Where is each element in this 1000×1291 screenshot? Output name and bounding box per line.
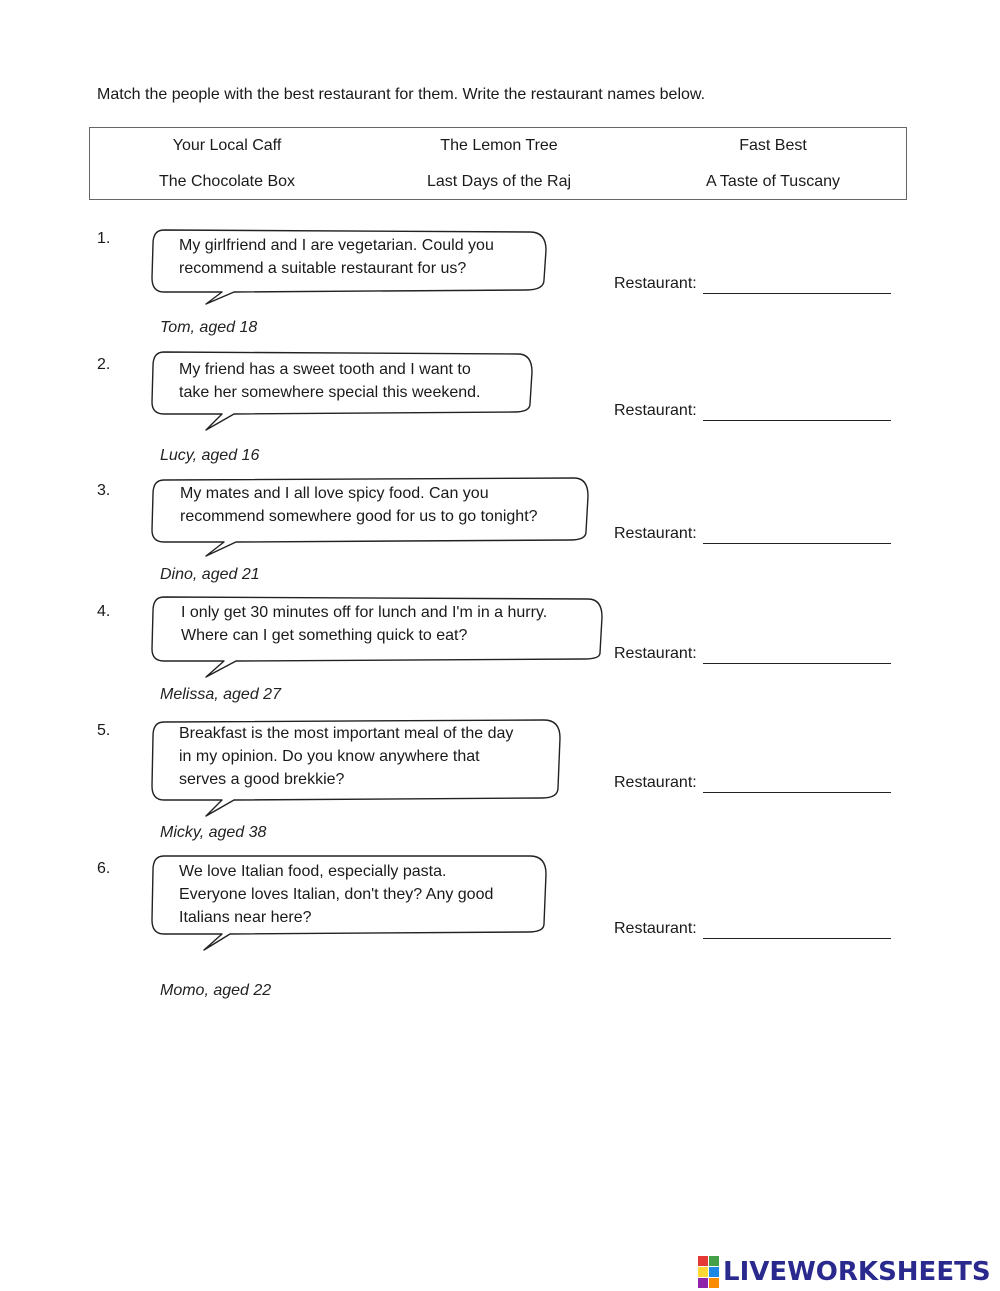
logo-block — [698, 1256, 708, 1266]
answer-line[interactable] — [702, 531, 891, 544]
instructions: Match the people with the best restauran… — [97, 86, 706, 103]
person-name: Tom, aged 18 — [160, 319, 258, 336]
speech-text: My friend has a sweet tooth and I want t… — [179, 361, 481, 401]
logo-block — [709, 1278, 719, 1288]
answer-label: Restaurant: — [614, 645, 697, 662]
answer-line[interactable] — [702, 281, 891, 294]
restaurant-name: The Lemon Tree — [440, 137, 558, 154]
answer-line[interactable] — [702, 926, 891, 939]
question-number: 4. — [97, 603, 111, 620]
answer-row: Restaurant: — [614, 275, 891, 294]
answer-line[interactable] — [702, 780, 891, 793]
restaurant-name: The Chocolate Box — [158, 173, 296, 190]
restaurant-name: Fast Best — [739, 137, 807, 154]
answer-row: Restaurant: — [614, 525, 891, 544]
answer-label: Restaurant: — [614, 402, 697, 419]
speech-bubble-icon — [151, 229, 547, 305]
logo-block — [709, 1256, 719, 1266]
speech-text: We love Italian food, especially pasta. … — [179, 863, 494, 926]
answer-row: Restaurant: — [614, 645, 891, 664]
answer-label: Restaurant: — [614, 774, 697, 791]
logo-block — [709, 1267, 719, 1277]
restaurant-names-box: Your Local Caff The Lemon Tree Fast Best… — [89, 127, 907, 200]
speech-text: My girlfriend and I are vegetarian. Coul… — [179, 237, 494, 277]
speech-bubble-icon — [151, 477, 589, 557]
answer-row: Restaurant: — [614, 920, 891, 939]
logo-blocks-icon — [698, 1256, 719, 1288]
answer-label: Restaurant: — [614, 275, 697, 292]
logo-text: LIVEWORKSHEETS — [723, 1257, 991, 1287]
speech-bubble-icon — [151, 719, 561, 817]
restaurant-name: Your Local Caff — [172, 137, 282, 154]
speech-text: Breakfast is the most important meal of … — [179, 725, 514, 788]
logo-block — [698, 1267, 708, 1277]
question-number: 6. — [97, 860, 111, 877]
answer-label: Restaurant: — [614, 525, 697, 542]
logo-block — [698, 1278, 708, 1288]
answer-line[interactable] — [702, 651, 891, 664]
speech-bubble-icon — [151, 855, 547, 951]
speech-text: I only get 30 minutes off for lunch and … — [181, 604, 548, 644]
person-name: Momo, aged 22 — [160, 982, 272, 999]
question-number: 2. — [97, 356, 111, 373]
answer-row: Restaurant: — [614, 774, 891, 793]
person-name: Melissa, aged 27 — [160, 686, 281, 703]
answer-row: Restaurant: — [614, 402, 891, 421]
speech-bubble-icon — [151, 596, 603, 678]
speech-text: My mates and I all love spicy food. Can … — [180, 485, 538, 525]
liveworksheets-logo: LIVEWORKSHEETS — [698, 1256, 991, 1288]
question-number: 3. — [97, 482, 111, 499]
question-number: 5. — [97, 722, 111, 739]
answer-label: Restaurant: — [614, 920, 697, 937]
speech-bubble-icon — [151, 351, 533, 431]
person-name: Dino, aged 21 — [160, 566, 260, 583]
person-name: Lucy, aged 16 — [160, 447, 260, 464]
question-number: 1. — [97, 230, 111, 247]
answer-line[interactable] — [702, 408, 891, 421]
person-name: Micky, aged 38 — [160, 824, 267, 841]
restaurant-name: A Taste of Tuscany — [705, 173, 840, 190]
restaurant-name: Last Days of the Raj — [426, 173, 572, 190]
